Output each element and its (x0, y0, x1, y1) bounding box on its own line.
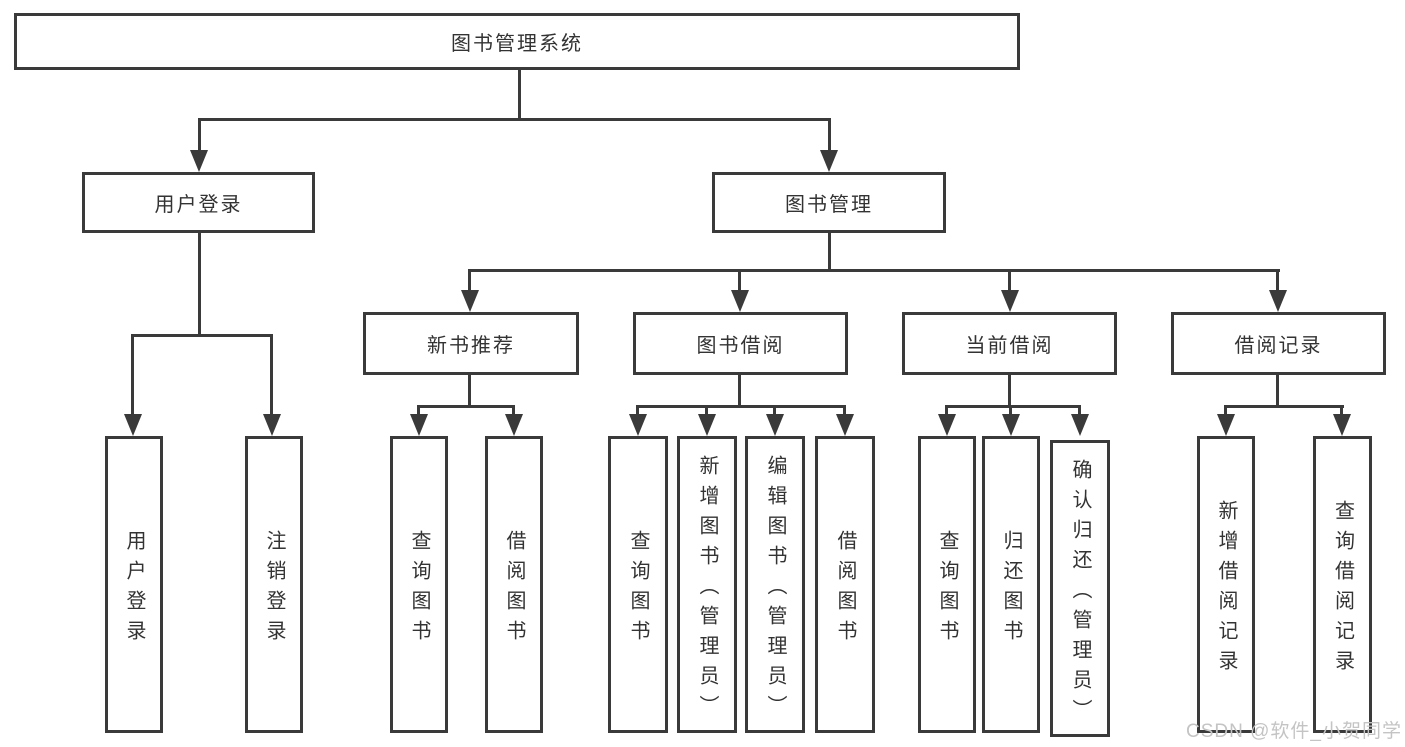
arrow-down-icon (1269, 290, 1287, 312)
node-root-library-system: 图书管理系统 (14, 13, 1020, 70)
node-book-borrow: 图书借阅 (633, 312, 848, 375)
connector-drop-leaf (131, 334, 134, 416)
arrow-down-icon (938, 414, 956, 436)
arrow-down-icon (1217, 414, 1235, 436)
connector-level3-rail (468, 269, 1280, 272)
connector-drop-leaf (1340, 405, 1343, 417)
connector-drop-new-book (468, 269, 471, 293)
arrow-down-icon (505, 414, 523, 436)
leaf-query-books-recommend: 查询图书 (390, 436, 448, 733)
connector-stem (1008, 375, 1011, 408)
connector-drop-leaf (1224, 405, 1227, 417)
node-borrow-records: 借阅记录 (1171, 312, 1386, 375)
arrow-down-icon (263, 414, 281, 436)
arrow-down-icon (820, 150, 838, 172)
connector-drop-leaf (417, 405, 420, 417)
leaf-user-login: 用户登录 (105, 436, 163, 733)
arrow-down-icon (1071, 414, 1089, 436)
leaf-logout: 注销登录 (245, 436, 303, 733)
leaf-query-books-current: 查询图书 (918, 436, 976, 733)
connector-rail (1224, 405, 1344, 408)
arrow-down-icon (410, 414, 428, 436)
connector-drop-leaf (843, 405, 846, 417)
connector-drop-leaf (945, 405, 948, 417)
connector-stem (738, 375, 741, 408)
arrow-down-icon (766, 414, 784, 436)
leaf-add-borrow-record: 新增借阅记录 (1197, 436, 1255, 733)
connector-drop-borrow-records (1276, 269, 1279, 293)
connector-rail (636, 405, 846, 408)
leaf-query-books-borrow: 查询图书 (608, 436, 668, 733)
leaf-confirm-return-admin: 确认归还（管理员） (1050, 440, 1110, 737)
arrow-down-icon (731, 290, 749, 312)
connector-stem (1276, 375, 1279, 408)
connector-drop-user-login (198, 118, 201, 154)
connector-user-login-rail (132, 334, 273, 337)
connector-level2-rail (198, 118, 831, 121)
arrow-down-icon (836, 414, 854, 436)
node-current-borrow: 当前借阅 (902, 312, 1117, 375)
leaf-return-books: 归还图书 (982, 436, 1040, 733)
leaf-add-books-admin: 新增图书（管理员） (677, 436, 737, 733)
csdn-watermark: CSDN @软件_小贺同学 (1186, 721, 1402, 742)
arrow-down-icon (698, 414, 716, 436)
arrow-down-icon (1001, 290, 1019, 312)
connector-stem (468, 375, 471, 408)
connector-user-login-stem (198, 233, 201, 337)
connector-drop-leaf (1009, 405, 1012, 417)
node-book-management: 图书管理 (712, 172, 946, 233)
arrow-down-icon (461, 290, 479, 312)
leaf-borrow-books-recommend: 借阅图书 (485, 436, 543, 733)
connector-drop-book-management (828, 118, 831, 154)
connector-book-management-stem (828, 233, 831, 272)
connector-drop-leaf (705, 405, 708, 417)
connector-drop-leaf (636, 405, 639, 417)
node-user-login: 用户登录 (82, 172, 315, 233)
arrow-down-icon (1333, 414, 1351, 436)
connector-drop-leaf (773, 405, 776, 417)
connector-rail (418, 405, 515, 408)
leaf-edit-books-admin: 编辑图书（管理员） (745, 436, 805, 733)
arrow-down-icon (629, 414, 647, 436)
connector-drop-current-borrow (1008, 269, 1011, 293)
connector-drop-leaf (270, 334, 273, 416)
connector-root-stem (518, 70, 521, 120)
connector-rail (945, 405, 1081, 408)
leaf-borrow-books: 借阅图书 (815, 436, 875, 733)
node-new-book-recommend: 新书推荐 (363, 312, 579, 375)
connector-drop-leaf (512, 405, 515, 417)
arrow-down-icon (124, 414, 142, 436)
connector-drop-book-borrow (738, 269, 741, 293)
leaf-query-borrow-record: 查询借阅记录 (1313, 436, 1372, 733)
connector-drop-leaf (1078, 405, 1081, 417)
arrow-down-icon (190, 150, 208, 172)
arrow-down-icon (1002, 414, 1020, 436)
